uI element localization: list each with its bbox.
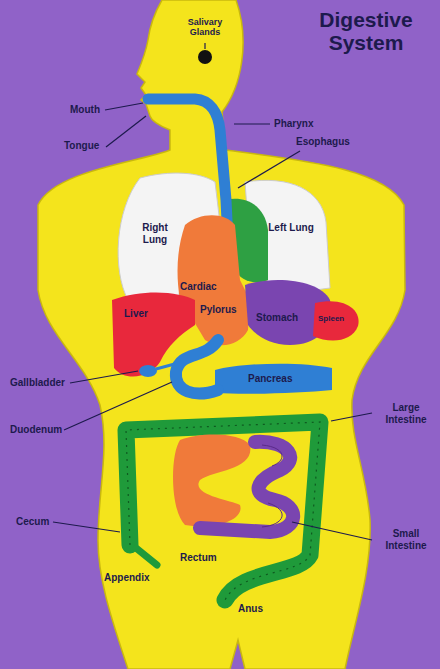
duodenum-tube [176, 340, 218, 393]
leader-line [64, 382, 172, 430]
part-label: Right Lung [132, 222, 178, 245]
small-intestine-orange [173, 435, 250, 527]
leader-line [292, 522, 372, 540]
leader-line [105, 103, 143, 110]
spleen-shape [313, 301, 359, 340]
part-label: Duodenum [10, 424, 62, 436]
part-label: Small Intestine [376, 528, 436, 551]
large-intestine [126, 422, 320, 600]
part-label: Pylorus [200, 304, 237, 316]
part-label: Large Intestine [376, 402, 436, 425]
leader-line [204, 43, 205, 49]
gallbladder-shape [139, 365, 157, 377]
leader-line [53, 522, 120, 532]
part-label: Cecum [16, 516, 49, 528]
leader-line [106, 116, 146, 147]
part-label: Mouth [70, 104, 100, 116]
large-intestine-folds [126, 422, 320, 600]
part-label: Liver [124, 308, 148, 320]
part-label: Stomach [256, 312, 298, 324]
part-label: Esophagus [296, 136, 350, 148]
leader-line [331, 413, 372, 421]
small-intestine-fold [262, 445, 282, 527]
part-label: Salivary Glands [176, 17, 234, 38]
part-label: Anus [238, 603, 263, 615]
body-outline [38, 0, 405, 669]
small-intestine-purple [200, 442, 293, 532]
diagram-title: Digestive System [300, 8, 432, 54]
leader-line [238, 151, 300, 188]
part-label: Appendix [104, 572, 150, 584]
leader-line [70, 371, 138, 383]
appendix-shape [136, 548, 157, 565]
leader-line [234, 123, 270, 124]
part-label: Cardiac [180, 281, 217, 293]
part-label: Tongue [64, 140, 99, 152]
leader-lines [53, 43, 372, 540]
part-label: Gallbladder [10, 377, 65, 389]
salivary-gland [198, 50, 212, 64]
part-label: Spleen [318, 314, 344, 323]
part-label: Left Lung [268, 222, 314, 234]
part-label: Pancreas [248, 373, 292, 385]
part-label: Pharynx [274, 118, 313, 130]
pancreas-shape [215, 364, 332, 394]
part-label: Rectum [180, 552, 217, 564]
